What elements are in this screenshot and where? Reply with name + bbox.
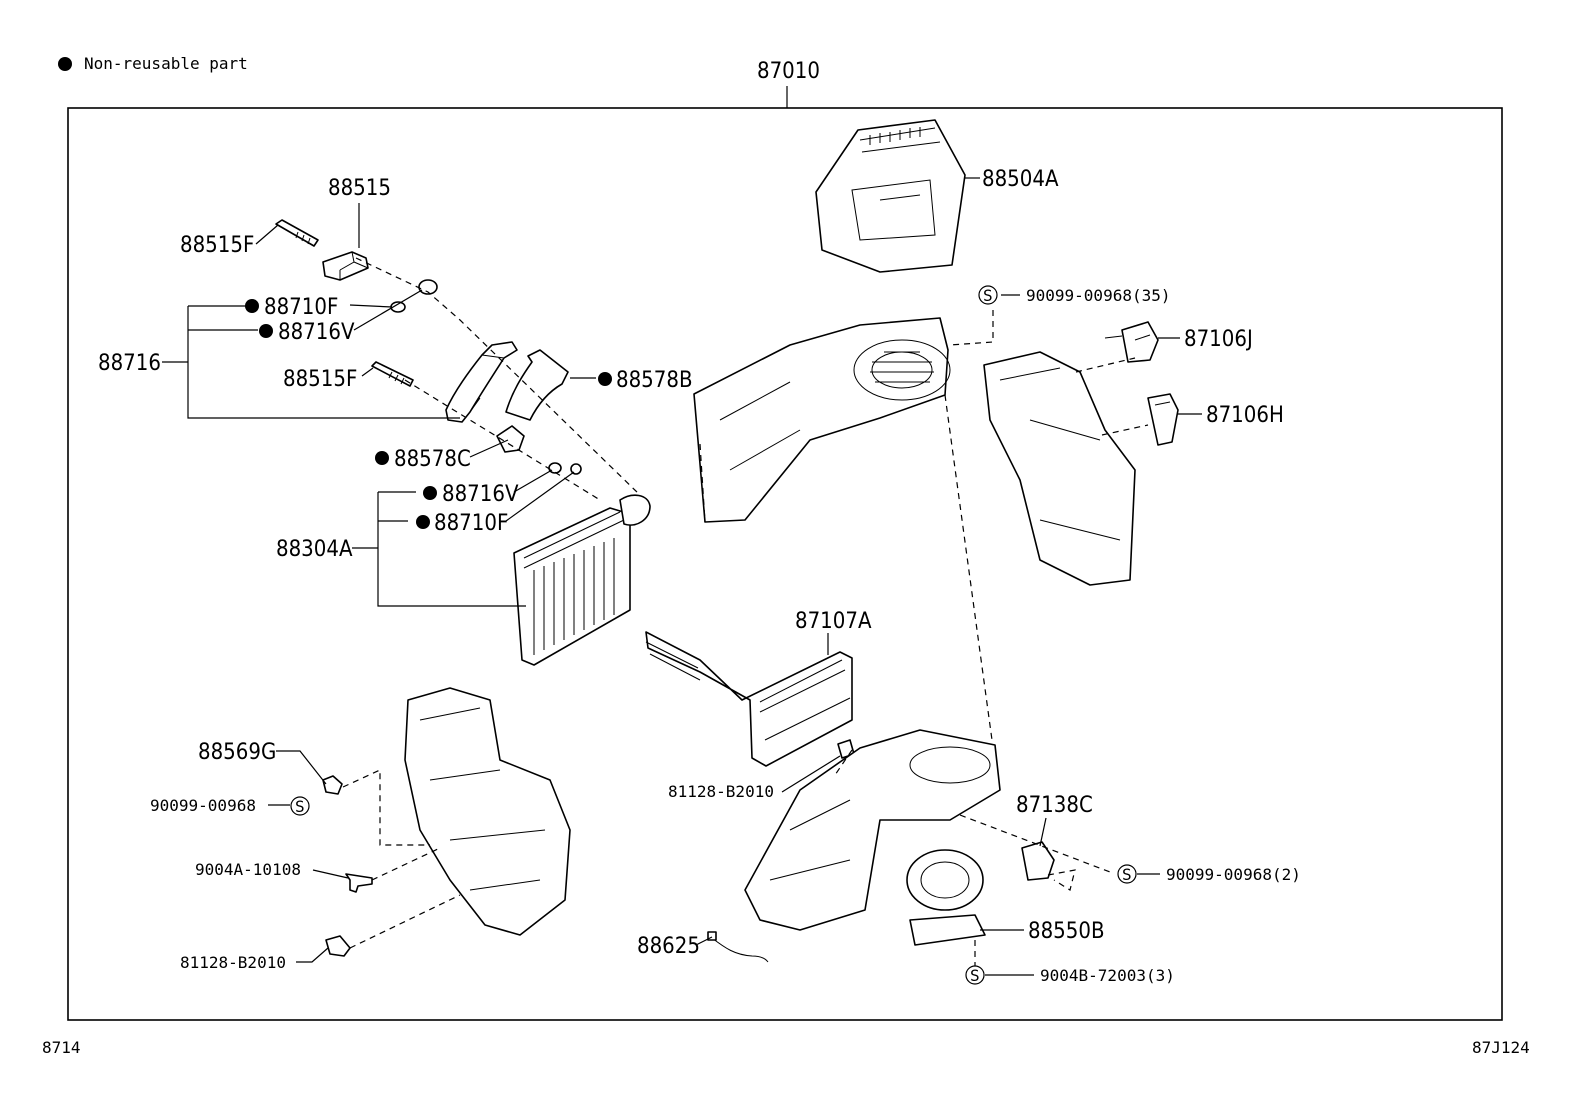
non-reusable-marker-icon <box>245 299 259 313</box>
bracket-81128-B2010-lower-drawing <box>325 935 351 957</box>
screw-symbol-icon: S <box>290 796 310 816</box>
part-label-87107A[interactable]: 87107A <box>795 609 872 634</box>
part-label-81128-B2010-upper[interactable]: 81128-B2010 <box>668 782 774 801</box>
o-ring-88716V-upper-drawing <box>418 279 438 295</box>
part-label-88578B[interactable]: 88578B <box>616 368 693 393</box>
assembly-frame <box>67 107 1503 1021</box>
part-labels: 88515 88515F 88710F 88716V 88716 88515F … <box>98 167 1301 985</box>
screw-symbols: S S S S <box>290 285 1137 985</box>
part-label-87106J[interactable]: 87106J <box>1184 327 1253 352</box>
evaporator-88304A-drawing <box>513 494 651 666</box>
svg-text:S: S <box>983 286 993 305</box>
heater-core-87107A-drawing <box>645 631 853 767</box>
o-ring-88716V-lower-drawing <box>548 462 562 474</box>
sensor-88569G-drawing <box>322 775 343 795</box>
bolt-88515F-lower-drawing <box>371 361 414 387</box>
part-label-88569G[interactable]: 88569G <box>198 740 276 765</box>
screw-symbol-icon: S <box>978 285 998 305</box>
non-reusable-marker-icon <box>375 451 389 465</box>
part-label-88625[interactable]: 88625 <box>637 934 700 959</box>
non-reusable-markers <box>245 299 612 529</box>
footer-right-code: 87J124 <box>1472 1038 1530 1057</box>
assembly-number[interactable]: 87010 <box>757 59 820 84</box>
part-label-87138C[interactable]: 87138C <box>1016 793 1093 818</box>
pipe-88716-drawing <box>445 341 518 423</box>
part-label-88304A[interactable]: 88304A <box>276 537 353 562</box>
screw-symbol-icon: S <box>1117 864 1137 884</box>
part-label-88504A[interactable]: 88504A <box>982 167 1059 192</box>
bolt-88515F-upper-drawing <box>275 219 319 247</box>
blower-motor-88550B-drawing <box>906 849 986 946</box>
part-label-88716V-upper[interactable]: 88716V <box>278 320 355 345</box>
non-reusable-marker-icon <box>598 372 612 386</box>
part-label-87106H[interactable]: 87106H <box>1206 403 1284 428</box>
clip-9004A-10108-drawing <box>345 873 373 893</box>
part-label-88710F-lower[interactable]: 88710F <box>434 511 508 536</box>
o-ring-88710F-lower-drawing <box>570 463 582 475</box>
servo-motor-87106H-drawing <box>1147 393 1179 446</box>
part-label-88578C[interactable]: 88578C <box>394 447 471 472</box>
part-label-88515F-upper[interactable]: 88515F <box>180 233 254 258</box>
part-label-90099-00968-2[interactable]: 90099-00968(2) <box>1166 865 1301 884</box>
part-label-90099-00968[interactable]: 90099-00968 <box>150 796 256 815</box>
part-label-88515[interactable]: 88515 <box>328 176 391 201</box>
footer-left-code: 8714 <box>42 1038 81 1057</box>
svg-text:S: S <box>1122 865 1132 884</box>
part-label-88550B[interactable]: 88550B <box>1028 919 1105 944</box>
lower-blower-case-drawing <box>744 729 1001 931</box>
svg-text:S: S <box>295 797 305 816</box>
screw-symbol-icon: S <box>965 965 985 985</box>
svg-text:S: S <box>970 966 980 985</box>
non-reusable-marker-icon <box>416 515 430 529</box>
dashed-connections <box>342 257 1149 968</box>
part-label-90099-00968-35[interactable]: 90099-00968(35) <box>1026 286 1171 305</box>
legend: Non-reusable part <box>58 54 248 73</box>
non-reusable-marker-icon <box>423 486 437 500</box>
air-mix-case-drawing <box>983 351 1136 586</box>
leader-lines <box>162 177 1202 976</box>
legend-text: Non-reusable part <box>84 54 248 73</box>
blower-case-drawing <box>693 317 951 523</box>
case-88504A-drawing <box>815 119 966 273</box>
part-label-88716[interactable]: 88716 <box>98 351 161 376</box>
part-label-88515F-lower[interactable]: 88515F <box>283 367 357 392</box>
part-label-88710F-upper[interactable]: 88710F <box>264 295 338 320</box>
servo-motor-87106J-drawing <box>1104 321 1159 363</box>
resistor-87138C-drawing <box>1021 841 1055 881</box>
left-case-drawing <box>404 687 571 936</box>
part-label-9004A-10108[interactable]: 9004A-10108 <box>195 860 301 879</box>
insulator-88578B-drawing <box>505 349 569 421</box>
non-reusable-marker-icon <box>58 57 72 71</box>
harness-88625-drawing <box>707 931 769 963</box>
part-label-88716V-lower[interactable]: 88716V <box>442 482 519 507</box>
part-label-81128-B2010-lower[interactable]: 81128-B2010 <box>180 953 286 972</box>
part-label-9004B-72003-3[interactable]: 9004B-72003(3) <box>1040 966 1175 985</box>
non-reusable-marker-icon <box>259 324 273 338</box>
insulator-88578C-drawing <box>496 425 525 453</box>
part-88515-drawing <box>322 251 369 281</box>
